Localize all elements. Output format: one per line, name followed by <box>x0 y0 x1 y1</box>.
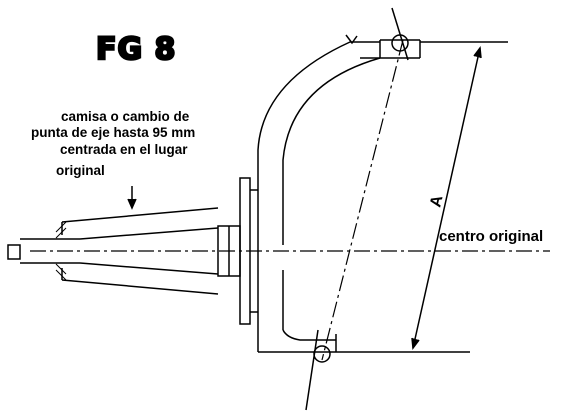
hatch-bottom-2 <box>55 263 67 275</box>
sleeve-bottom-edge <box>61 279 219 295</box>
dimension-a-label: A <box>427 193 446 209</box>
upper-ball-joint <box>391 34 409 52</box>
note-line-1: camisa o cambio de <box>61 109 190 124</box>
note-line-2: punta de eje hasta 95 mm <box>31 125 196 140</box>
figure-title: FG 8 <box>95 31 177 69</box>
upper-pivot-stub <box>391 7 409 61</box>
note-arrow-head <box>127 198 137 210</box>
hatch-top-2 <box>55 227 67 239</box>
knuckle-lower-bend <box>282 329 336 341</box>
dimension-a-arrow-bottom <box>411 337 420 350</box>
lower-pivot-stub <box>305 329 319 411</box>
note-line-3: centrada en el lugar <box>60 142 188 157</box>
cone-bottom <box>79 262 219 275</box>
sleeve-top-edge <box>61 207 219 223</box>
profile-arrow <box>345 34 358 45</box>
hatch-top-1 <box>55 221 67 233</box>
note-line-4: original <box>56 163 105 178</box>
center-line-label: centro original <box>439 228 543 245</box>
spindle-nut <box>7 244 21 260</box>
hatch-bottom-1 <box>55 269 67 281</box>
steering-axis-line <box>321 39 404 361</box>
knuckle-inner-profile <box>282 57 381 245</box>
knuckle-outer-profile <box>257 41 380 190</box>
dimension-a-line <box>412 47 481 349</box>
cone-top <box>79 227 219 240</box>
dimension-a-arrow-top <box>473 46 482 59</box>
